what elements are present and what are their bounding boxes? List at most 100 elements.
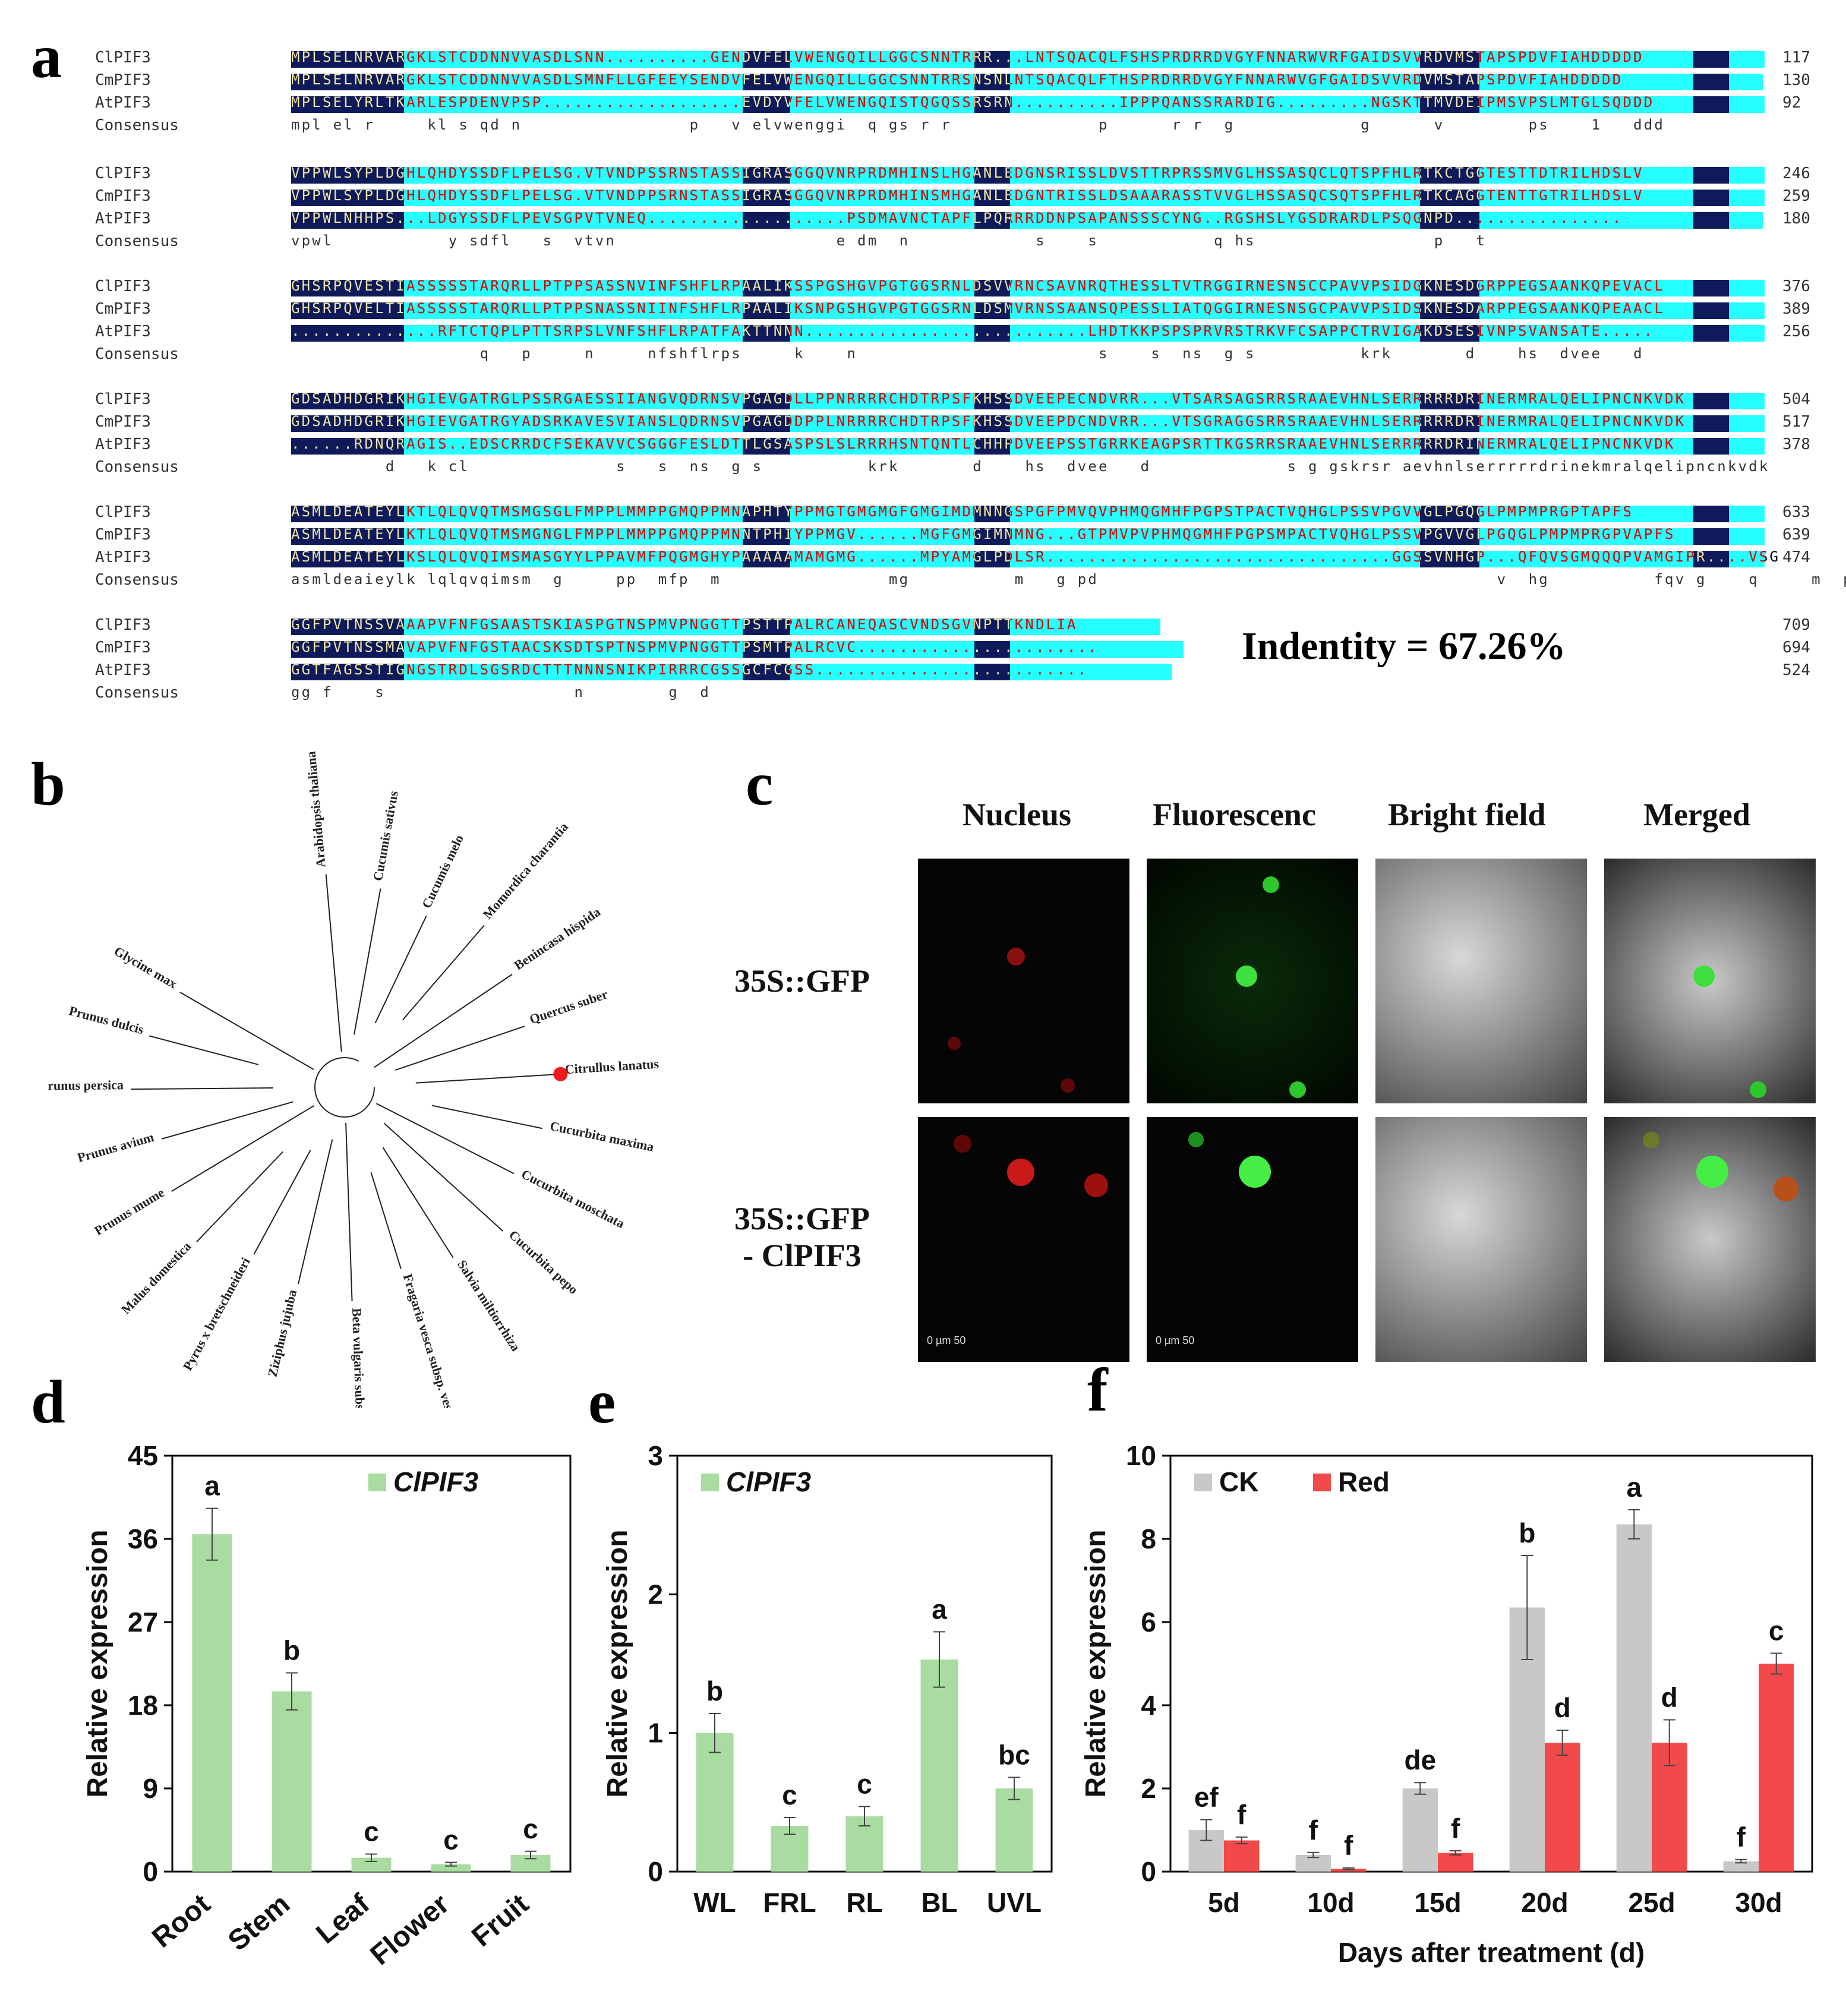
y-tick-label: 2	[648, 1579, 663, 1610]
x-tick-label: Flower	[365, 1888, 456, 1971]
x-tick-label: 30d	[1735, 1887, 1782, 1918]
tree-branch	[298, 1139, 333, 1285]
significance-letter: b	[706, 1676, 723, 1706]
highlight-marker	[553, 1067, 568, 1081]
alignment-row: Consensus d k cl s s ns g s krk d hs dve…	[95, 457, 1768, 479]
sequence-position: 92	[1782, 94, 1801, 112]
alignment-highlight	[291, 641, 1184, 658]
tree-branch	[376, 1103, 515, 1175]
sequence-name: Consensus	[95, 684, 179, 702]
alignment-conserved-block	[1420, 212, 1479, 229]
alignment-conserved-block	[974, 302, 1010, 319]
bar	[1331, 1869, 1367, 1872]
alignment-conserved-block	[1420, 325, 1479, 342]
significance-letter: f	[1451, 1813, 1460, 1844]
y-tick-label: 3	[648, 1440, 663, 1471]
x-tick-label: WL	[693, 1887, 736, 1918]
tree-branch	[196, 1151, 283, 1242]
alignment-conserved-block	[974, 438, 1010, 455]
y-tick-label: 2	[1141, 1773, 1156, 1804]
y-tick-label: 18	[128, 1690, 158, 1721]
alignment-highlight	[291, 325, 1765, 342]
significance-letter: f	[1309, 1815, 1318, 1845]
bar	[696, 1733, 734, 1872]
alignment-highlight	[291, 528, 1765, 545]
sequence-name: CmPIF3	[95, 71, 151, 89]
nucleus-dot	[948, 1037, 961, 1050]
sequence-name: CmPIF3	[95, 639, 151, 657]
panel-letter-c: c	[746, 750, 774, 818]
sequence-name: AtPIF3	[95, 210, 151, 228]
x-tick-label: RL	[846, 1887, 882, 1918]
sequence-name: Consensus	[95, 345, 179, 363]
alignment-highlight	[291, 438, 1765, 455]
sequence-position: 180	[1782, 210, 1810, 228]
y-tick-label: 1	[648, 1718, 663, 1749]
sequence-text: VPPWLSYPLDGHLQHDYSSDFLPELSG.VTVNDPPSRNST…	[291, 187, 1644, 204]
alignment-conserved-block	[1420, 167, 1479, 184]
image-clpif3-merged	[1604, 1117, 1816, 1362]
image-clpif3-fluorescence	[1147, 1117, 1358, 1362]
significance-letter: c	[782, 1780, 797, 1810]
y-tick-label: 0	[648, 1856, 663, 1887]
sequence-position: 633	[1782, 503, 1810, 521]
panel-letter-a: a	[31, 23, 62, 91]
alignment-conserved-block	[1693, 190, 1729, 206]
alignment-conserved-block	[743, 190, 790, 206]
row-label-line: - ClPIF3	[743, 1238, 862, 1273]
alignment-conserved-block	[1693, 212, 1729, 229]
alignment-conserved-block	[743, 551, 790, 567]
alignment-row: Consensus q p n nfshflrps k n s s ns g s…	[95, 344, 1759, 367]
alignment-conserved-block	[1693, 280, 1729, 296]
sequence-text: MPLSELNRVARGKLSTCDDNNVVASDLSMNFLLGFEEYSE…	[291, 71, 1623, 88]
alignment-highlight	[291, 212, 1763, 229]
significance-letter: c	[443, 1824, 459, 1855]
sequence-name: Consensus	[95, 116, 179, 134]
bar	[1545, 1743, 1580, 1872]
alignment-conserved-block	[1693, 96, 1729, 113]
alignment-conserved-block	[291, 51, 404, 68]
alignment-conserved-block	[1420, 51, 1479, 68]
sequence-text: MPLSELYRLTKARLESPDENVPSP................…	[291, 94, 1655, 111]
alignment-conserved-block	[743, 96, 790, 113]
bar	[192, 1534, 232, 1872]
y-tick-label: 0	[1141, 1856, 1156, 1887]
sequence-text: GGFPVTNSSMAVAPVFNFGSTAACSKSDTSPTNSPMVPNG…	[291, 639, 1099, 655]
x-tick-label: UVL	[987, 1887, 1042, 1918]
sequence-position: 694	[1782, 639, 1810, 657]
alignment-conserved-block	[1693, 438, 1729, 455]
alignment-conserved-block	[291, 212, 404, 229]
tree-species-label: Cucurbita moschata	[519, 1166, 627, 1231]
alignment-highlight	[291, 280, 1765, 296]
alignment-conserved-block	[291, 302, 404, 319]
tree-branch	[374, 974, 513, 1068]
tree-branch	[374, 915, 427, 1024]
sequence-text: GHSRPQVELTIASSSSSTARQRLLPTPPSNASSNIINFSH…	[291, 300, 1665, 317]
merged-dot	[1750, 1081, 1766, 1098]
alignment-conserved-block	[291, 664, 404, 680]
bar	[1723, 1861, 1759, 1872]
alignment-conserved-block	[743, 74, 790, 90]
alignment-conserved-block	[743, 280, 790, 296]
tree-species-label: Cucurbita pepo	[506, 1227, 581, 1297]
tree-species-label: Cucumis melo	[419, 832, 466, 911]
significance-letter: b	[283, 1635, 300, 1666]
row-label-35s-gfp-clpif3: 35S::GFP- ClPIF3	[713, 1200, 891, 1274]
bar	[1616, 1524, 1652, 1872]
tree-species-label: Glycine max	[112, 944, 180, 992]
x-tick-label: Fruit	[466, 1888, 535, 1953]
tree-species-label: Ziziphus jujuba	[265, 1288, 300, 1378]
alignment-conserved-block	[974, 506, 1010, 522]
y-tick-label: 0	[143, 1856, 158, 1887]
sequence-name: ClPIF3	[95, 49, 151, 67]
x-tick-label: 20d	[1521, 1887, 1568, 1918]
sequence-text: ASMLDEATEYLKTLQLQVQTMSMGNGLFMPPLMMPPGMQP…	[291, 526, 1675, 542]
tree-species-label: Momordica charantia	[480, 819, 571, 922]
alignment-highlight	[291, 74, 1763, 90]
fluorescence-dot	[1188, 1132, 1204, 1147]
